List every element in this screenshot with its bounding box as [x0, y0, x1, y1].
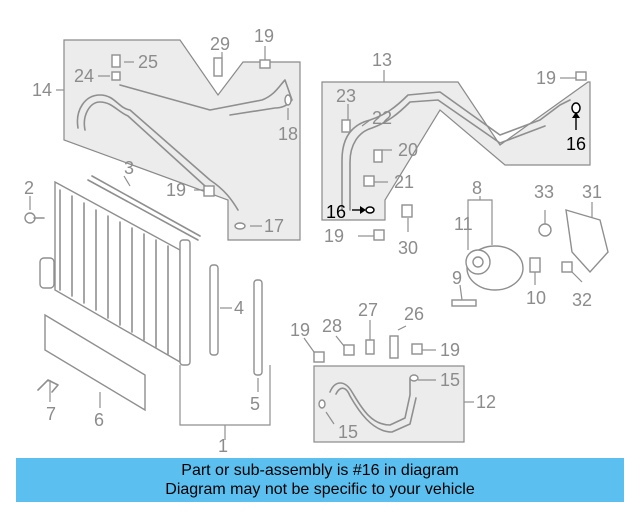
- label-22: 22: [372, 108, 392, 128]
- label-23: 23: [336, 86, 356, 106]
- label-19-right: 19: [536, 68, 556, 88]
- bolt-19-lower-right: [411, 343, 423, 355]
- label-4: 4: [234, 298, 244, 318]
- label-29: 29: [210, 34, 230, 54]
- label-33: 33: [534, 182, 554, 202]
- hose-assembly-panel-bottom: [313, 365, 465, 443]
- cap-21: [363, 175, 375, 187]
- hose-upper-left: [76, 94, 239, 211]
- bolt-19-left: [203, 185, 215, 197]
- label-30: 30: [398, 238, 418, 258]
- label-24: 24: [74, 66, 94, 86]
- label-19-lower-right: 19: [440, 340, 460, 360]
- oring-17: [234, 222, 246, 230]
- label-13: 13: [372, 50, 392, 70]
- condenser: [39, 180, 191, 366]
- banner-line-1: Part or sub-assembly is #16 in diagram: [181, 462, 459, 479]
- hose-assembly-panel-upper-left: [63, 39, 301, 241]
- label-11: 11: [454, 214, 473, 234]
- label-19-left: 19: [166, 180, 186, 200]
- oring-16-upper: [571, 102, 581, 114]
- leader-lines: [29, 46, 593, 440]
- label-8: 8: [472, 178, 482, 198]
- label-15-right: 15: [440, 370, 460, 390]
- bolt-19-lower-left: [313, 351, 325, 363]
- label-19-lower-left: 19: [290, 320, 310, 340]
- hose-upper-right: [341, 91, 571, 211]
- parts-diagram: 1 2 3 4 5 6 7 8 9 10 11 12 13 14 15 15 1…: [24, 26, 609, 456]
- clip-19-top: [259, 59, 271, 69]
- fitting-29: [213, 57, 223, 77]
- oring-15-left: [318, 399, 326, 409]
- label-28: 28: [322, 316, 342, 336]
- label-21: 21: [394, 172, 414, 192]
- bracket-7: [37, 379, 59, 393]
- bracket-30: [401, 204, 413, 218]
- fitting-27: [365, 339, 375, 355]
- label-17: 17: [264, 216, 284, 236]
- clip-19-right: [575, 71, 587, 81]
- receiver-drier-4: [209, 264, 219, 356]
- cap-23: [341, 119, 351, 133]
- oring-16-lower: [365, 206, 375, 214]
- desiccant-5: [253, 279, 263, 376]
- label-27: 27: [358, 300, 378, 320]
- label-6: 6: [94, 410, 104, 430]
- info-banner: Part or sub-assembly is #16 in diagram D…: [16, 458, 624, 502]
- hose-assembly-panel-upper-right: [321, 81, 591, 221]
- label-15-left: 15: [338, 422, 358, 442]
- fitting-24: [111, 71, 121, 81]
- oring-18: [284, 94, 292, 106]
- label-1: 1: [218, 436, 228, 456]
- label-9: 9: [452, 268, 462, 288]
- label-20: 20: [398, 140, 418, 160]
- label-31: 31: [582, 182, 602, 202]
- bracket-32: [561, 261, 573, 273]
- label-18: 18: [278, 124, 298, 144]
- label-19-mid: 19: [324, 226, 344, 246]
- label-26: 26: [404, 304, 424, 324]
- bolt-19-mid: [373, 229, 385, 241]
- label-16-lower: 16: [326, 202, 346, 222]
- bolt-2: [24, 212, 45, 224]
- lower-shield: [44, 313, 146, 412]
- oring-15-right: [409, 374, 419, 382]
- compressor: [451, 245, 524, 307]
- label-10: 10: [526, 288, 546, 308]
- label-19-top: 19: [254, 26, 274, 46]
- hose-bottom: [329, 377, 411, 426]
- clutch-10: [529, 257, 541, 273]
- label-3: 3: [124, 158, 134, 178]
- upper-bar: [87, 179, 199, 241]
- label-2: 2: [24, 178, 34, 198]
- label-16-upper: 16: [566, 134, 586, 154]
- fitting-25: [111, 54, 121, 68]
- valve-20: [373, 149, 383, 163]
- label-14: 14: [32, 80, 52, 100]
- label-7: 7: [46, 404, 56, 424]
- label-12: 12: [476, 392, 496, 412]
- bracket-26: [389, 335, 399, 359]
- label-5: 5: [250, 394, 260, 414]
- label-32: 32: [572, 290, 592, 310]
- banner-line-2: Diagram may not be specific to your vehi…: [165, 481, 475, 498]
- sensor-33: [538, 223, 552, 237]
- shield-31: [565, 209, 609, 274]
- fitting-28: [343, 344, 355, 356]
- label-25: 25: [138, 52, 158, 72]
